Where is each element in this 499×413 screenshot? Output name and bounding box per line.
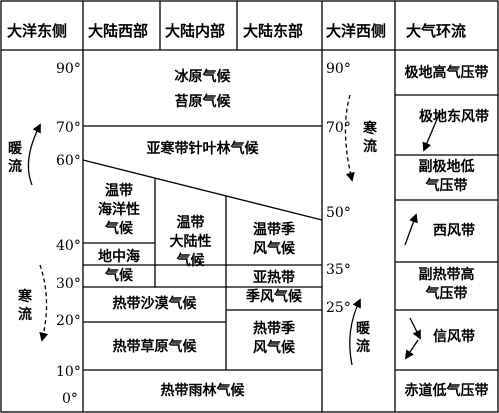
climate-subarctic: 亚寒带针叶林气候 — [146, 141, 259, 157]
lat-right-90: 90° — [326, 61, 351, 77]
belt-trade-winds: 信风带 — [433, 329, 475, 345]
slanted-60-50-boundary — [82, 159, 323, 221]
belt-subpolar-low: 副极地低 气压带 — [418, 159, 475, 194]
belt-equatorial-low: 赤道低气压带 — [404, 383, 489, 399]
climate-mediterranean: 地中海 气候 — [98, 249, 140, 284]
header-continent-interior: 大陆内部 — [165, 22, 226, 40]
lat-right-50: 50° — [326, 205, 351, 221]
lat-left-20: 20° — [56, 313, 81, 329]
belt-polar-high: 极地高气压带 — [404, 65, 489, 81]
belt-polar-easterlies: 极地东风带 — [419, 109, 489, 125]
climate-temperate-monsoon: 温带季 风气候 — [253, 222, 295, 257]
trade-winds-arrow-bottom — [404, 339, 419, 360]
climate-tropical-monsoon: 热带季 风气候 — [253, 321, 295, 356]
lat-left-30: 30° — [56, 276, 81, 292]
right-warm-current-label: 暖 流 — [356, 321, 370, 355]
climate-temperate-maritime: 温带 海洋性 气候 — [98, 183, 140, 237]
lat-right-25: 25° — [326, 300, 351, 316]
climate-tropical-savanna: 热带草原气候 — [112, 339, 197, 355]
climate-tundra: 苔原气候 — [174, 94, 231, 110]
right-cold-current-arrow — [344, 94, 355, 182]
right-warm-current-arrow — [349, 298, 361, 366]
climate-temperate-continental: 温带 大陆性 气候 — [169, 215, 212, 269]
header-continent-west: 大陆西部 — [88, 22, 149, 40]
lat-left-90: 90° — [56, 61, 81, 77]
lat-left-0: 0° — [62, 391, 78, 407]
header-continent-east: 大陆东部 — [243, 22, 304, 40]
lat-left-10: 10° — [56, 364, 81, 380]
lat-left-60: 60° — [56, 153, 81, 169]
right-cold-current-label: 寒 流 — [363, 121, 377, 155]
lat-right-35: 35° — [326, 262, 351, 278]
header-ocean-east: 大洋东侧 — [7, 22, 68, 40]
trade-winds-arrow-top — [409, 317, 421, 340]
climate-tropical-rainforest: 热带雨林气候 — [160, 383, 245, 399]
left-cold-current-arrow — [39, 264, 49, 342]
climate-subtropical-monsoon: 亚热带 季风气候 — [246, 270, 302, 305]
header-pressure-wind: 大气环流 — [406, 22, 467, 40]
left-warm-current-arrow — [27, 123, 41, 186]
lat-right-70: 70° — [326, 120, 351, 136]
climate-ice-cap: 冰原气候 — [174, 69, 231, 85]
belt-subtropical-high: 副热带高 气压带 — [418, 267, 475, 302]
lat-left-70: 70° — [56, 120, 81, 136]
lat-left-40: 40° — [56, 238, 81, 254]
westerlies-arrow — [404, 213, 418, 246]
header-ocean-west: 大洋西侧 — [326, 22, 387, 40]
belt-westerlies: 西风带 — [433, 223, 475, 239]
polar-easterlies-arrow — [422, 111, 441, 152]
climate-tropical-desert: 热带沙漠气候 — [112, 296, 197, 312]
left-warm-current-label: 暖 流 — [8, 141, 22, 175]
left-cold-current-label: 寒 流 — [18, 289, 32, 323]
